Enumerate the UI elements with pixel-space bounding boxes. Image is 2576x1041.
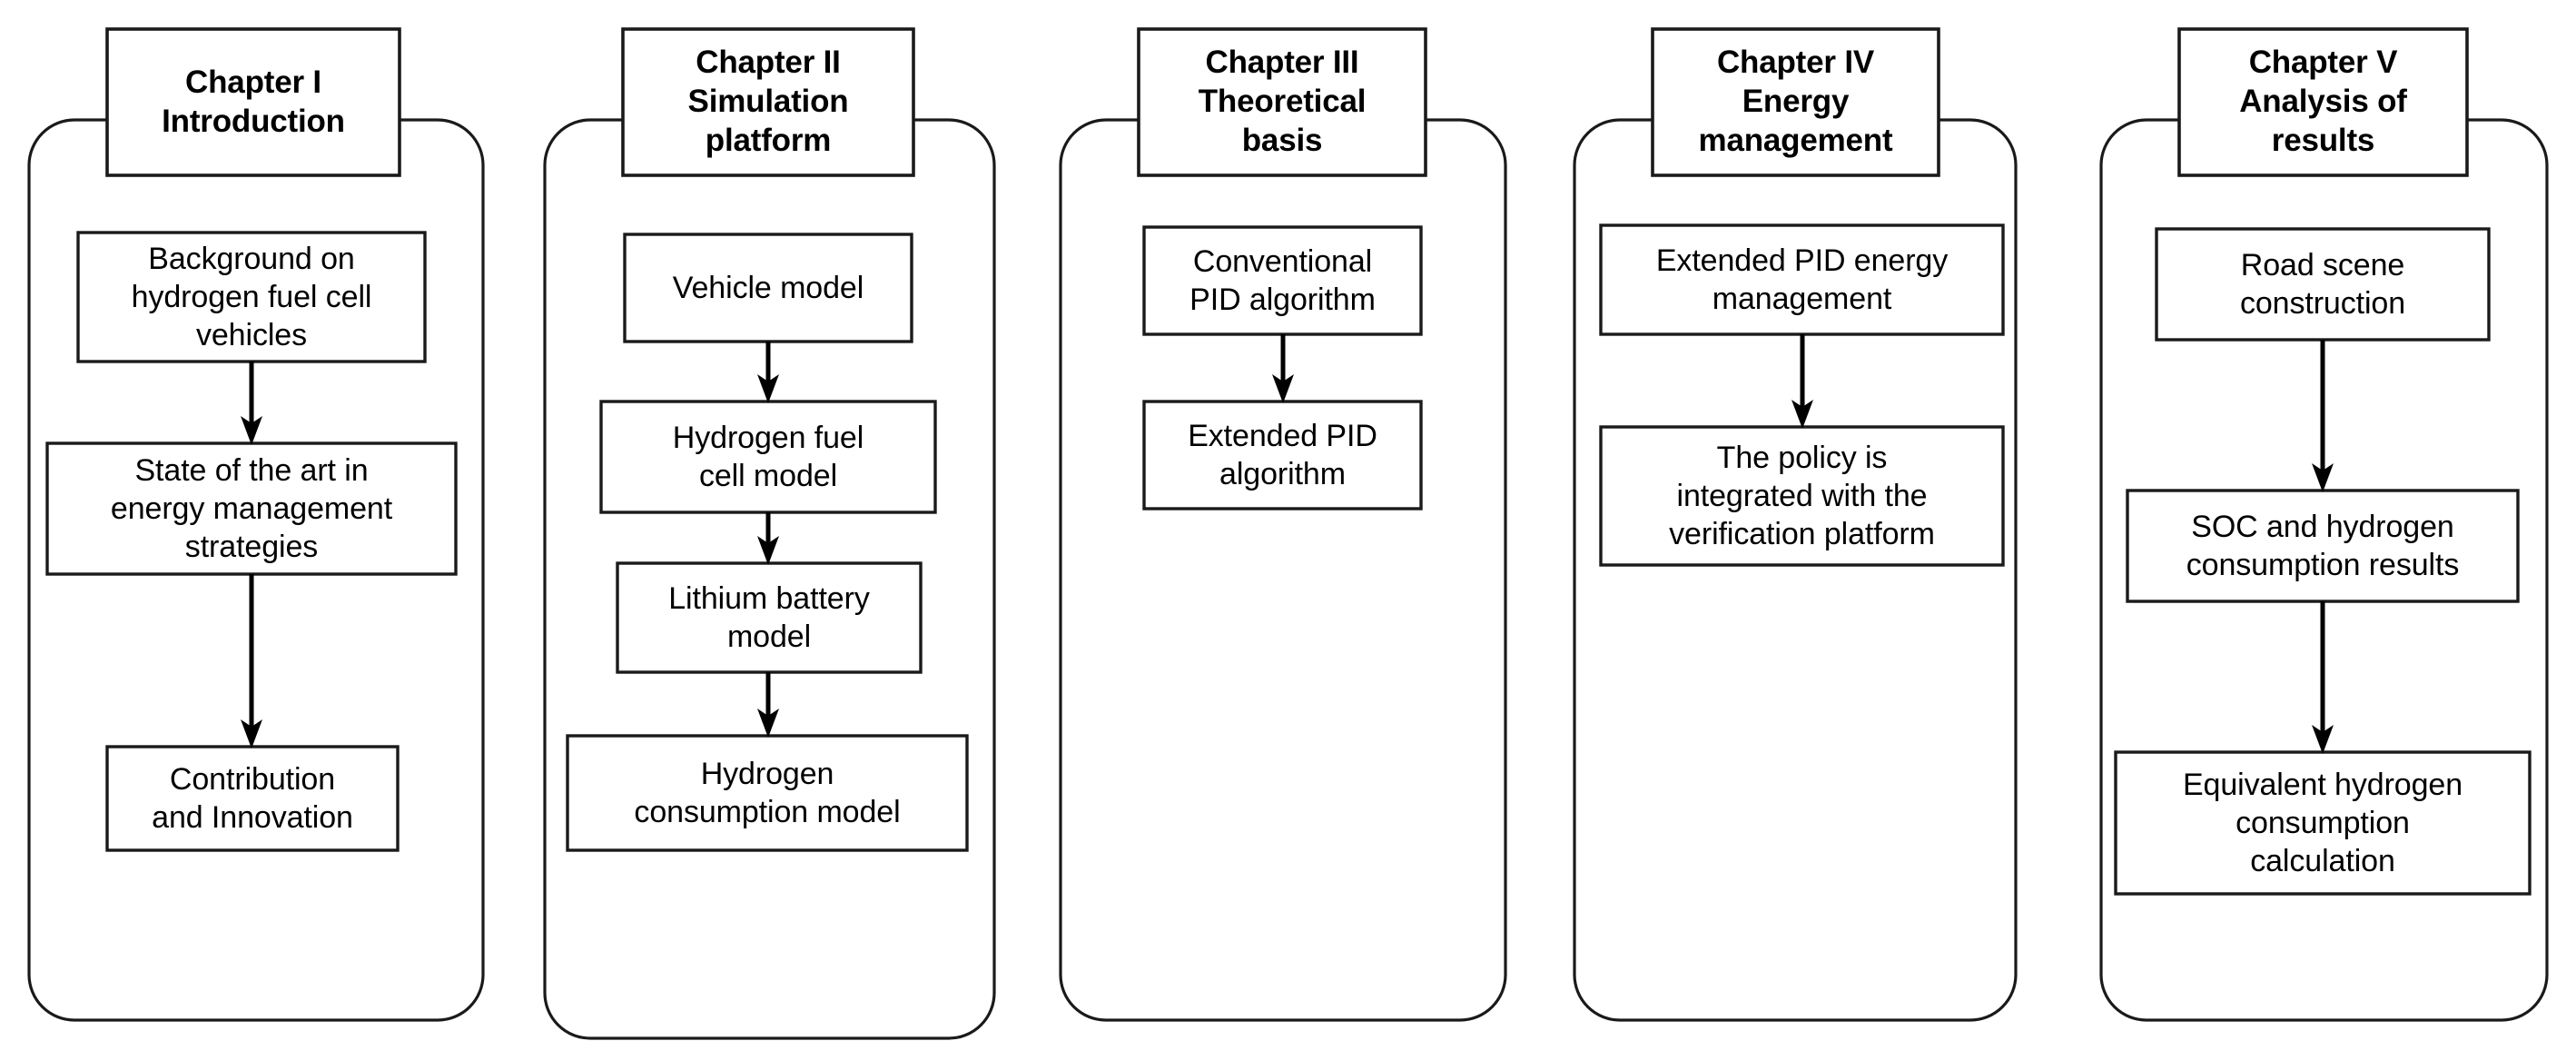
chapter-5-node-3-box bbox=[2114, 750, 2532, 896]
chapter-1-arrow-1 bbox=[241, 362, 262, 445]
chapter-2-arrow-3 bbox=[757, 672, 779, 738]
chapter-1-node-3-box bbox=[105, 745, 400, 852]
chapter-3-lane bbox=[1059, 27, 1507, 1022]
chapter-2-lane bbox=[543, 27, 996, 1040]
chapter-4-header-box bbox=[1651, 27, 1940, 177]
chapter-4-arrow-1 bbox=[1791, 334, 1813, 429]
chapter-1-arrow-2 bbox=[241, 574, 262, 749]
chapter-1-lane bbox=[27, 27, 485, 1022]
chapter-2-node-4-box bbox=[566, 734, 969, 852]
chapter-3-header-box bbox=[1137, 27, 1427, 177]
chapter-3-container bbox=[1059, 118, 1507, 1022]
chapter-4-node-2-box bbox=[1599, 425, 2005, 567]
chapter-3-node-1-box bbox=[1142, 225, 1423, 336]
chapter-1-node-1-box bbox=[76, 231, 427, 363]
chapter-5-header-box bbox=[2177, 27, 2469, 177]
chapter-2-arrow-1 bbox=[757, 342, 779, 403]
chapter-2-node-1-box bbox=[623, 233, 913, 343]
chapter-5-arrow-2 bbox=[2312, 601, 2334, 754]
chapter-5-node-2-box bbox=[2126, 489, 2520, 603]
chapter-3-node-2-box bbox=[1142, 400, 1423, 511]
chapter-4-container bbox=[1573, 118, 2018, 1022]
chapter-5-node-1-box bbox=[2155, 227, 2491, 342]
chapter-4-node-1-box bbox=[1599, 223, 2005, 336]
chapter-2-node-2-box bbox=[599, 400, 937, 514]
chapter-1-node-2-box bbox=[45, 441, 458, 576]
chapter-3-arrow-1 bbox=[1272, 334, 1294, 403]
chapter-2-node-3-box bbox=[616, 561, 923, 674]
chapter-5-arrow-1 bbox=[2312, 340, 2334, 492]
chapter-5-lane bbox=[2099, 27, 2549, 1022]
chapter-4-lane bbox=[1573, 27, 2018, 1022]
chapter-2-header-box bbox=[621, 27, 915, 177]
chapter-1-header-box bbox=[105, 27, 401, 177]
chapter-2-arrow-2 bbox=[757, 512, 779, 565]
